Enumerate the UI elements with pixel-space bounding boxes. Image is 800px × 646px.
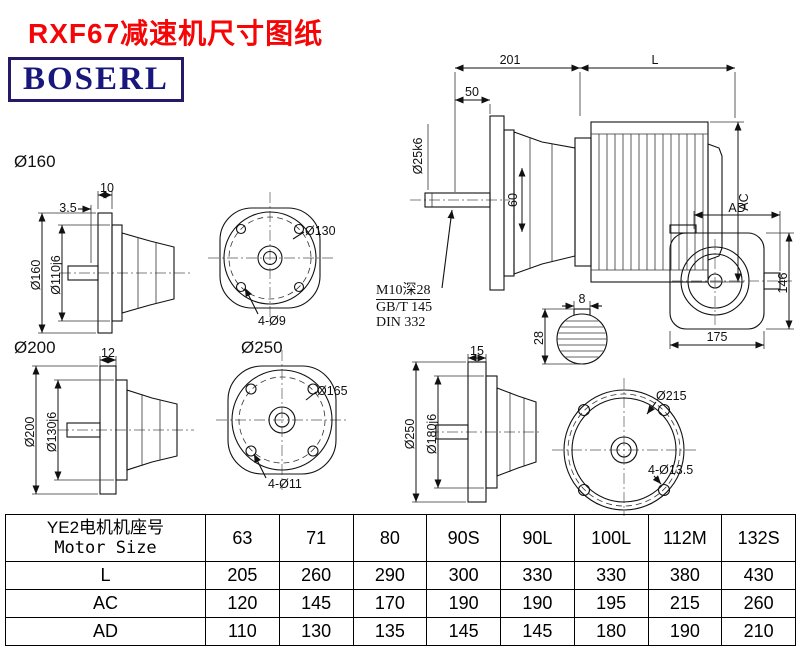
note-line-din: DIN 332	[376, 315, 426, 330]
dim-146: 146	[776, 273, 790, 294]
table-cell: 260	[721, 589, 796, 618]
table-cell: 145	[278, 589, 354, 618]
table-header-cn: YE2电机机座号	[46, 518, 165, 537]
table-cell: 190	[647, 617, 723, 646]
dim-od-160: Ø160	[29, 260, 43, 291]
column-header: 63	[205, 514, 280, 562]
dim-key-8: 8	[579, 292, 586, 306]
table-cell: 215	[647, 589, 723, 618]
table-cell: 170	[352, 589, 428, 618]
table-cell: 195	[573, 589, 649, 618]
table-cell: 260	[278, 561, 354, 590]
flange200-side-geometry	[32, 356, 194, 495]
label-flange200: Ø200	[14, 338, 56, 357]
row-label: AD	[5, 617, 206, 646]
table-cell: 120	[205, 589, 280, 618]
motor-dimension-table: YE2电机机座号 Motor Size 63 71 80 90S 90L 100…	[5, 514, 796, 646]
dim-AC: AC	[737, 193, 751, 210]
row-label: AC	[5, 589, 206, 618]
dim-spigot-110j6: Ø110j6	[49, 255, 63, 294]
table-cell: 190	[500, 589, 575, 618]
label-flange160: Ø160	[14, 152, 56, 171]
table-cell: 130	[278, 617, 354, 646]
dim-10: 10	[100, 181, 114, 195]
dim-AD: AD	[728, 201, 745, 215]
tapped-hole-note: M10深28 GB/T 145 DIN 332	[376, 283, 432, 330]
flange160-front-view: Ø130 4-Ø9	[208, 192, 336, 328]
dim-shaft-diameter: Ø25k6	[411, 138, 425, 175]
main-view-geometry	[410, 64, 744, 291]
flange250-side-view: 15 Ø250 Ø180j6	[403, 344, 540, 503]
main-assembly-view: 201 L 50 Ø25k6 60 AC	[410, 53, 751, 291]
table-header-en: Motor Size	[54, 538, 157, 558]
note-line-gbt: GB/T 145	[376, 300, 433, 315]
table-cell: 290	[352, 561, 428, 590]
brand-logo: BOSERL	[8, 57, 184, 102]
dim-bc-215: Ø215	[656, 389, 687, 403]
dim-28: 28	[532, 331, 546, 345]
dim-12: 12	[101, 346, 115, 360]
motor-fins	[598, 134, 704, 270]
dim-175: 175	[707, 330, 728, 344]
output-front-geometry	[669, 211, 794, 349]
table-row-L: L 205 260 290 300 330 330 380 430	[5, 561, 796, 590]
table-row-AD: AD 110 130 135 145 145 180 190 210	[5, 617, 796, 646]
label-flange250: Ø250	[241, 338, 283, 357]
dim-holes-4x9: 4-Ø9	[258, 314, 286, 328]
page-title: RXF67减速机尺寸图纸	[28, 18, 324, 49]
column-header: 132S	[721, 514, 796, 562]
column-header: 100L	[573, 514, 649, 562]
table-cell: 135	[352, 617, 428, 646]
shaft-key-section: 8 28	[532, 292, 608, 365]
flange250-front-view: Ø215 4-Ø13.5	[552, 378, 696, 516]
dim-201: 201	[500, 53, 521, 67]
flange200-front-view: Ø165 4-Ø11	[216, 350, 348, 491]
column-header: 71	[278, 514, 354, 562]
row-label: L	[5, 561, 206, 590]
table-header-motor-size: YE2电机机座号 Motor Size	[5, 514, 206, 562]
dim-L: L	[652, 53, 659, 67]
column-header: 90S	[426, 514, 501, 562]
flange160-front-geometry	[208, 192, 334, 326]
column-header: 80	[352, 514, 428, 562]
dim-bc-130: Ø130	[305, 224, 336, 238]
flange250-front-geometry	[552, 378, 696, 516]
dim-bc-165: Ø165	[317, 384, 348, 398]
dim-3-5: 3.5	[59, 201, 76, 215]
table-cell: 330	[573, 561, 649, 590]
table-cell: 330	[500, 561, 575, 590]
table-cell: 210	[721, 617, 796, 646]
table-cell: 145	[426, 617, 501, 646]
table-cell: 430	[721, 561, 796, 590]
section-geometry	[541, 301, 608, 365]
dim-holes-4x11: 4-Ø11	[268, 477, 302, 491]
table-cell: 110	[205, 617, 280, 646]
column-header: 90L	[500, 514, 575, 562]
table-cell: 190	[426, 589, 501, 618]
flange200-front-geometry	[216, 350, 348, 490]
table-row-AC: AC 120 145 170 190 190 195 215 260	[5, 589, 796, 618]
brand-logo-text: BOSERL	[23, 61, 169, 97]
dim-50: 50	[465, 85, 479, 99]
flange160-side-view: 10 3.5 Ø160 Ø110j6	[29, 181, 193, 334]
flange200-side-view: 12 Ø200 Ø130j6	[23, 346, 194, 495]
dim-60: 60	[506, 193, 520, 207]
flange250-side-geometry	[412, 354, 540, 503]
dim-spigot-180j6: Ø180j6	[425, 414, 439, 454]
note-line-m10: M10深28	[376, 283, 431, 300]
table-cell: 380	[647, 561, 723, 590]
dim-spigot-130j6: Ø130j6	[45, 412, 59, 452]
table-cell: 205	[205, 561, 280, 590]
table-cell: 145	[500, 617, 575, 646]
dim-holes-4x13-5: 4-Ø13.5	[648, 463, 693, 477]
table-header-row: YE2电机机座号 Motor Size 63 71 80 90S 90L 100…	[5, 514, 796, 562]
dim-od-250: Ø250	[403, 419, 417, 450]
flange160-side-geometry	[38, 191, 193, 334]
output-front-view: AD 146 175	[669, 201, 794, 349]
table-cell: 300	[426, 561, 501, 590]
dim-od-200: Ø200	[23, 417, 37, 448]
dim-15: 15	[470, 344, 484, 358]
table-cell: 180	[573, 617, 649, 646]
column-header: 112M	[647, 514, 723, 562]
